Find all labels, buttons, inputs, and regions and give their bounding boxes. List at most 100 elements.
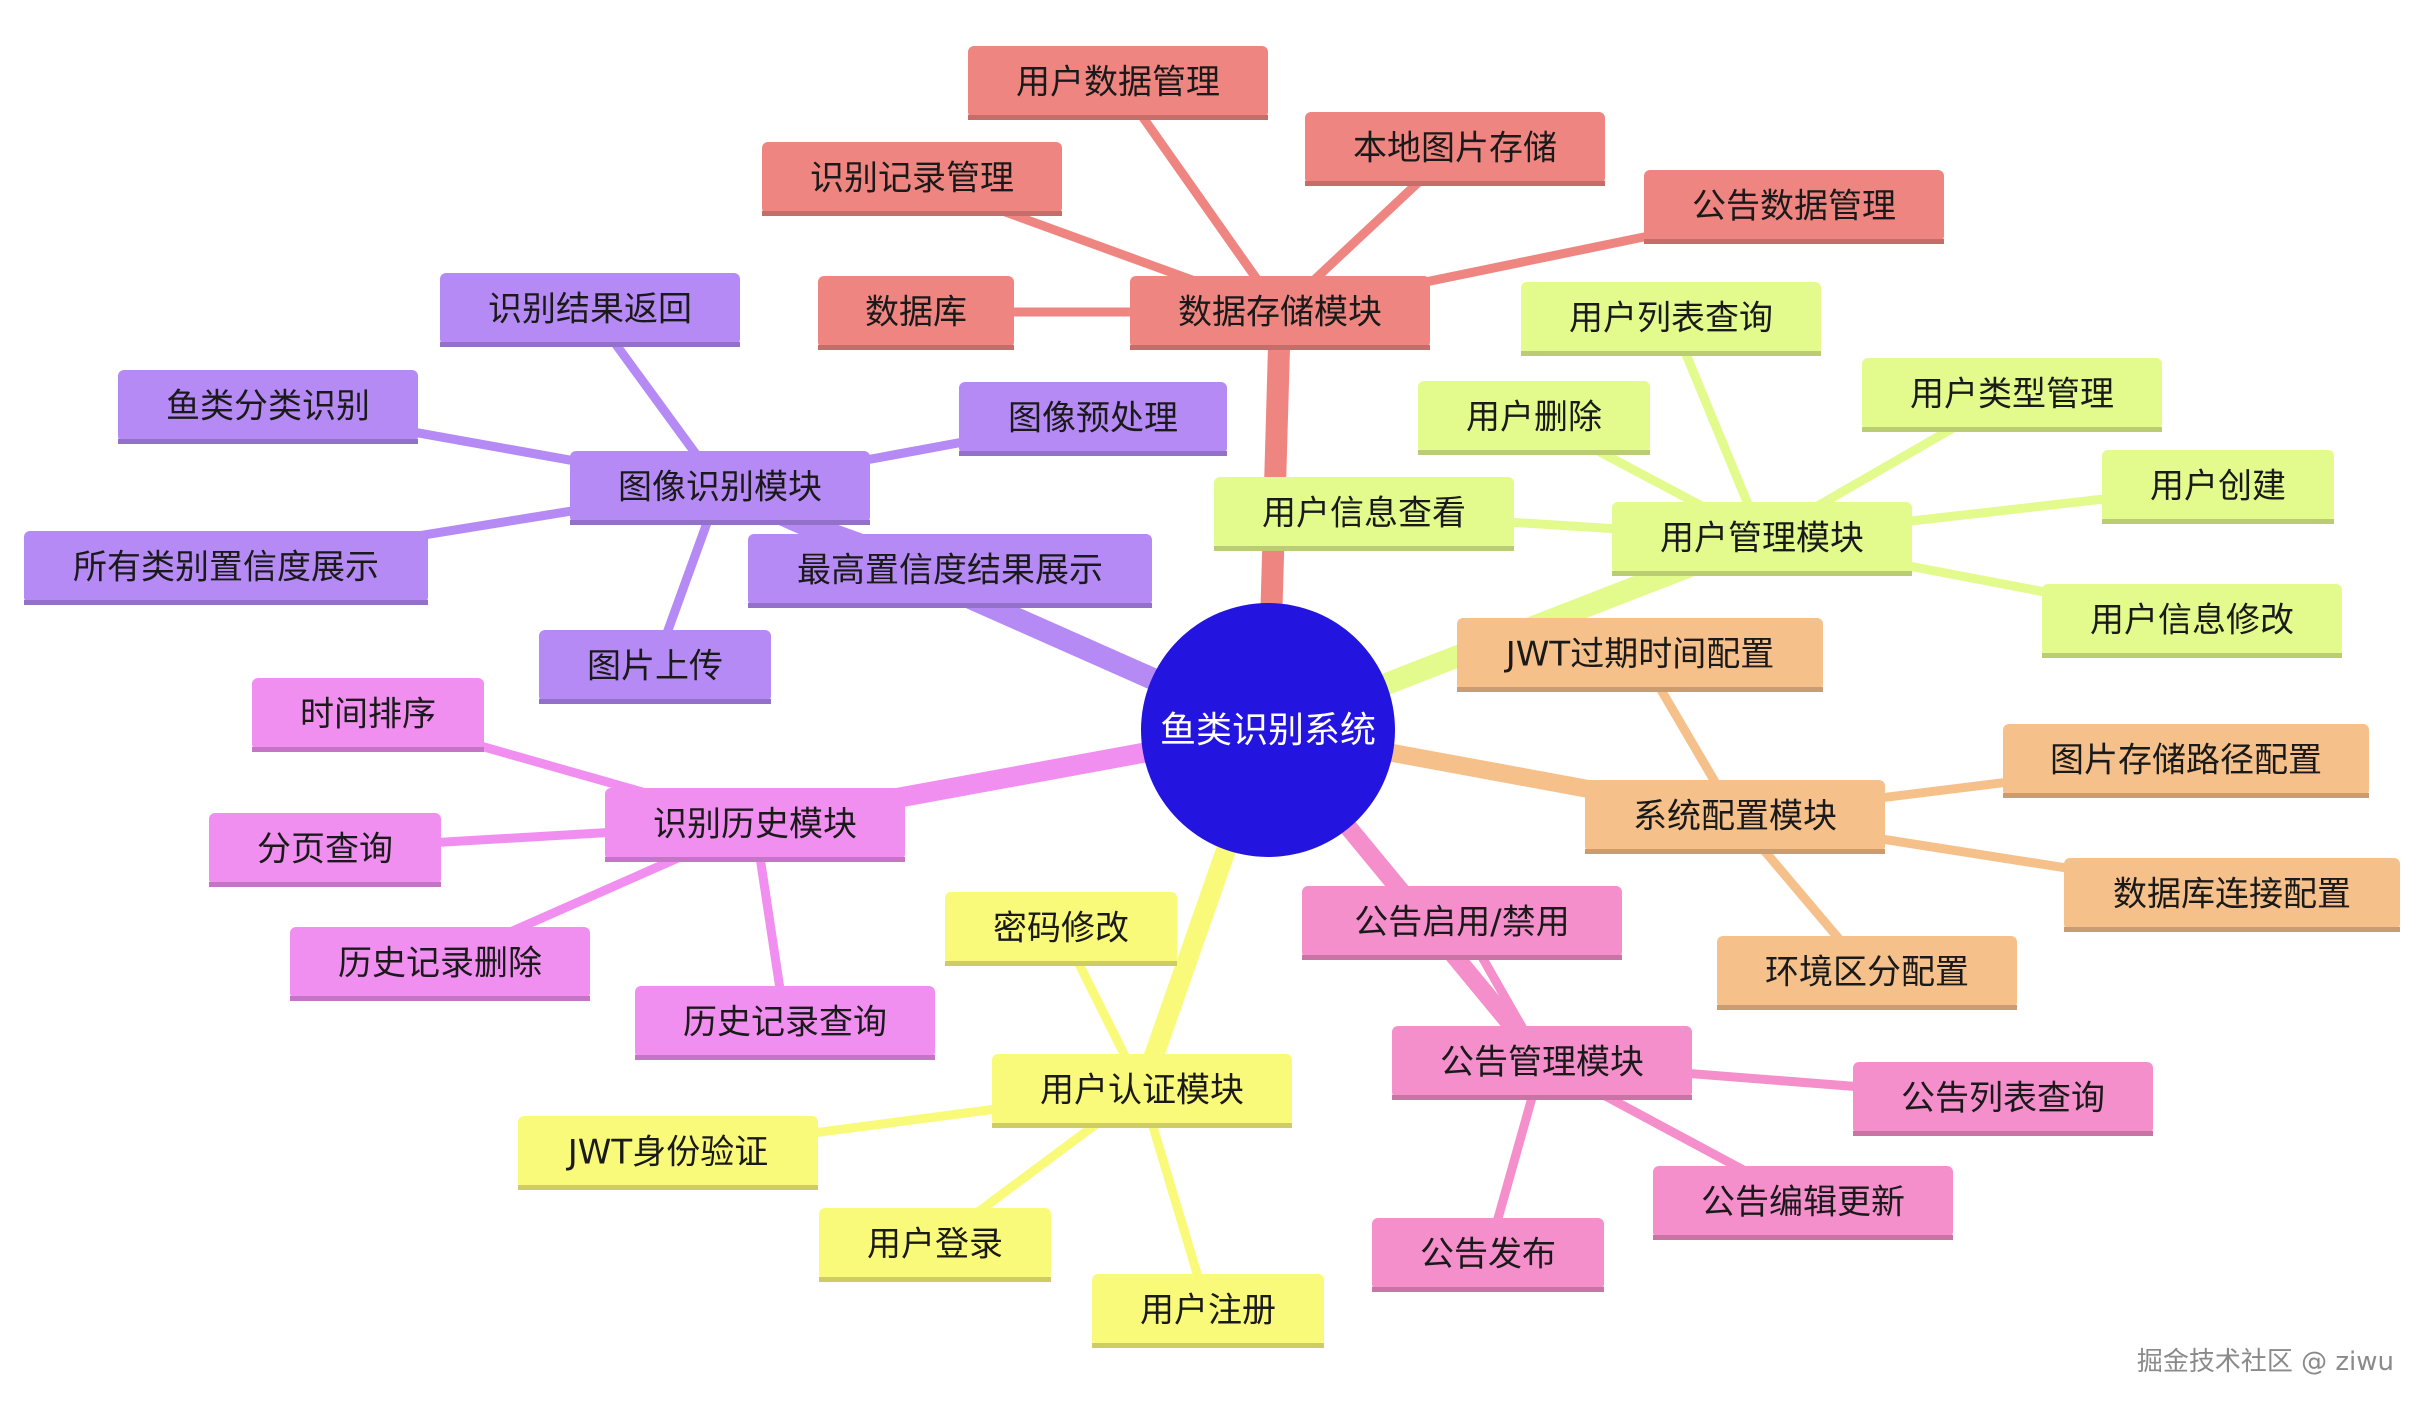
node-storage-child-0-label: 用户数据管理 [1016, 63, 1220, 103]
branch-sys-config-underline [1585, 849, 1885, 854]
node-user-mgmt-child-4-label: 用户信息查看 [1262, 494, 1466, 534]
node-storage-child-1-box [1305, 112, 1605, 184]
node-user-mgmt-child-5-label: 用户信息修改 [2090, 601, 2294, 641]
node-sys-config-child-0[interactable]: JWT过期时间配置 [1457, 618, 1823, 692]
node-user-mgmt-child-2-label: 用户删除 [1466, 398, 1602, 438]
node-history-child-1-box [209, 813, 441, 885]
node-image-rec-child-4-label: 图片上传 [587, 647, 723, 687]
node-storage-child-4-box [818, 276, 1014, 348]
node-notice-mgmt-child-0[interactable]: 公告启用/禁用 [1302, 886, 1622, 960]
node-sys-config-child-1[interactable]: 图片存储路径配置 [2003, 724, 2369, 798]
node-storage-child-4[interactable]: 数据库 [818, 276, 1014, 350]
node-image-rec-child-4-underline [539, 699, 771, 704]
node-auth-child-2[interactable]: 用户登录 [819, 1208, 1051, 1282]
node-user-mgmt-child-4[interactable]: 用户信息查看 [1214, 477, 1514, 551]
branch-notice-mgmt[interactable]: 公告管理模块 [1392, 1026, 1692, 1100]
node-notice-mgmt-child-1-label: 公告列表查询 [1901, 1079, 2105, 1119]
node-notice-mgmt-child-2-underline [1653, 1235, 1953, 1240]
node-auth-child-0[interactable]: 密码修改 [945, 892, 1177, 966]
node-user-mgmt-child-5-box [2042, 584, 2342, 656]
node-storage-child-0-underline [968, 115, 1268, 120]
branch-user-mgmt[interactable]: 用户管理模块 [1612, 502, 1912, 576]
node-auth-child-3[interactable]: 用户注册 [1092, 1274, 1324, 1348]
node-storage-child-3[interactable]: 公告数据管理 [1644, 170, 1944, 244]
node-user-mgmt-child-4-box [1214, 477, 1514, 549]
node-history-child-2-box [290, 927, 590, 999]
node-storage-child-2-label: 识别记录管理 [810, 159, 1014, 199]
node-user-mgmt-child-3[interactable]: 用户创建 [2102, 450, 2334, 524]
node-notice-mgmt-child-2[interactable]: 公告编辑更新 [1653, 1166, 1953, 1240]
node-auth-child-1[interactable]: JWT身份验证 [518, 1116, 818, 1190]
branch-auth-underline [992, 1123, 1292, 1128]
node-sys-config-child-2-box [2064, 858, 2400, 930]
node-notice-mgmt-child-3[interactable]: 公告发布 [1372, 1218, 1604, 1292]
node-sys-config-child-1-box [2003, 724, 2369, 796]
branch-sys-config[interactable]: 系统配置模块 [1585, 780, 1885, 854]
branch-auth[interactable]: 用户认证模块 [992, 1054, 1292, 1128]
node-storage-child-0-box [968, 46, 1268, 118]
node-storage-child-2-box [762, 142, 1062, 214]
node-user-mgmt-child-2-box [1418, 381, 1650, 453]
root-circle [1141, 603, 1395, 857]
node-history-child-3[interactable]: 历史记录查询 [635, 986, 935, 1060]
node-user-mgmt-child-0-underline [1521, 351, 1821, 356]
node-image-rec-child-1-box [118, 370, 418, 442]
root-label: 鱼类识别系统 [1160, 710, 1376, 751]
node-user-mgmt-child-0-label: 用户列表查询 [1569, 299, 1773, 339]
node-history-child-1-underline [209, 882, 441, 887]
node-image-rec-child-5[interactable]: 最高置信度结果展示 [748, 534, 1152, 608]
node-user-mgmt-child-0-box [1521, 282, 1821, 354]
node-auth-child-2-label: 用户登录 [867, 1225, 1003, 1265]
branch-notice-mgmt-box [1392, 1026, 1692, 1098]
node-image-rec-child-1-label: 鱼类分类识别 [166, 387, 370, 427]
node-auth-child-2-box [819, 1208, 1051, 1280]
node-notice-mgmt-child-1[interactable]: 公告列表查询 [1853, 1062, 2153, 1136]
node-storage-child-3-label: 公告数据管理 [1692, 187, 1896, 227]
node-user-mgmt-child-1[interactable]: 用户类型管理 [1862, 358, 2162, 432]
branch-user-mgmt-underline [1612, 571, 1912, 576]
node-image-rec-child-5-box [748, 534, 1152, 606]
node-image-rec-child-2[interactable]: 图像预处理 [959, 382, 1227, 456]
node-user-mgmt-child-5[interactable]: 用户信息修改 [2042, 584, 2342, 658]
branch-image-rec[interactable]: 图像识别模块 [570, 451, 870, 525]
node-history-child-2-underline [290, 996, 590, 1001]
node-storage-child-2[interactable]: 识别记录管理 [762, 142, 1062, 216]
node-storage-child-0[interactable]: 用户数据管理 [968, 46, 1268, 120]
node-history-child-1[interactable]: 分页查询 [209, 813, 441, 887]
node-notice-mgmt-child-0-underline [1302, 955, 1622, 960]
node-user-mgmt-child-3-underline [2102, 519, 2334, 524]
branch-user-mgmt-label: 用户管理模块 [1660, 519, 1864, 559]
node-auth-child-2-underline [819, 1277, 1051, 1282]
branch-image-rec-label: 图像识别模块 [618, 468, 822, 508]
node-storage-child-1[interactable]: 本地图片存储 [1305, 112, 1605, 186]
node-user-mgmt-child-5-underline [2042, 653, 2342, 658]
branch-storage[interactable]: 数据存储模块 [1130, 276, 1430, 350]
root-node[interactable]: 鱼类识别系统 [1141, 603, 1395, 857]
node-image-rec-child-3-underline [24, 600, 428, 605]
watermark: 掘金技术社区 @ ziwu [2136, 1347, 2394, 1377]
branch-notice-mgmt-label: 公告管理模块 [1440, 1043, 1644, 1083]
node-history-child-2-label: 历史记录删除 [338, 944, 542, 984]
node-image-rec-child-4[interactable]: 图片上传 [539, 630, 771, 704]
node-user-mgmt-child-2[interactable]: 用户删除 [1418, 381, 1650, 455]
node-history-child-0-label: 时间排序 [300, 695, 436, 735]
branch-storage-underline [1130, 345, 1430, 350]
node-image-rec-child-1[interactable]: 鱼类分类识别 [118, 370, 418, 444]
node-image-rec-child-3[interactable]: 所有类别置信度展示 [24, 531, 428, 605]
branch-history[interactable]: 识别历史模块 [605, 788, 905, 862]
node-history-child-2[interactable]: 历史记录删除 [290, 927, 590, 1001]
node-user-mgmt-child-0[interactable]: 用户列表查询 [1521, 282, 1821, 356]
node-history-child-0[interactable]: 时间排序 [252, 678, 484, 752]
node-storage-child-3-underline [1644, 239, 1944, 244]
node-sys-config-child-0-label: JWT过期时间配置 [1504, 635, 1774, 675]
branch-storage-box [1130, 276, 1430, 348]
node-image-rec-child-0[interactable]: 识别结果返回 [440, 273, 740, 347]
node-sys-config-child-3-underline [1717, 1005, 2017, 1010]
node-sys-config-child-1-label: 图片存储路径配置 [2050, 741, 2322, 781]
node-sys-config-child-2[interactable]: 数据库连接配置 [2064, 858, 2400, 932]
node-sys-config-child-3[interactable]: 环境区分配置 [1717, 936, 2017, 1010]
node-user-mgmt-child-1-label: 用户类型管理 [1910, 375, 2114, 415]
node-notice-mgmt-child-0-box [1302, 886, 1622, 958]
node-storage-child-2-underline [762, 211, 1062, 216]
